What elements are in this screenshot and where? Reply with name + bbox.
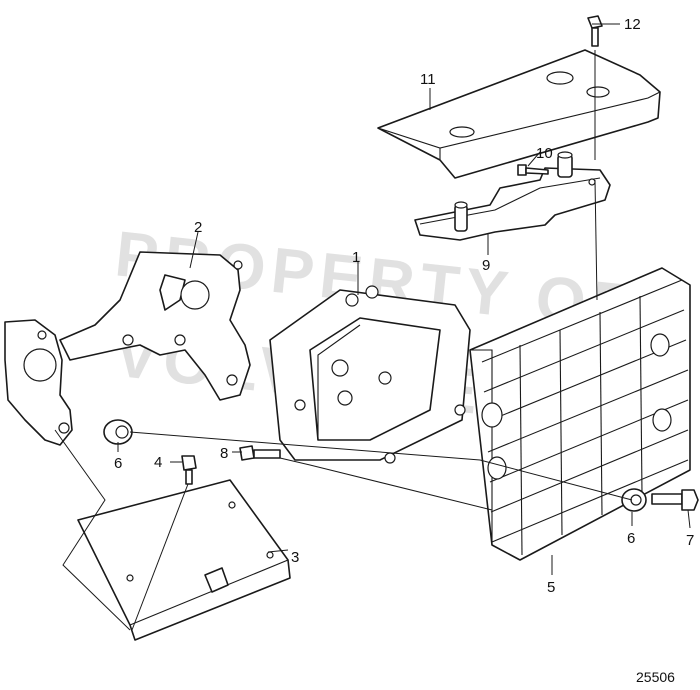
callout-12: 12 [624,16,641,33]
part-10-screw [517,164,549,176]
part-9-bracket [414,151,611,241]
callout-10: 10 [536,145,553,162]
callout-labels: 12 11 10 9 2 1 6 4 8 3 5 6 7 [114,16,694,596]
part-4-bolt [181,455,197,485]
part-6-bushing-left [103,419,133,445]
callout-4: 4 [154,454,162,471]
callout-1: 1 [352,249,360,266]
part-11-cover-plate [377,49,661,179]
part-12-bolt [587,15,603,160]
callout-2: 2 [194,219,202,236]
part-5-heat-sink [469,267,691,561]
callout-8: 8 [220,445,228,462]
callout-7: 7 [686,532,694,549]
part-1-control-unit [269,285,471,464]
part-8-bolt [239,445,281,461]
assembly-lines [54,179,633,631]
callout-5: 5 [547,579,555,596]
part-6-bushing-right [621,488,647,512]
callout-leaders [117,23,691,575]
callout-9: 9 [482,257,490,274]
part-3-lower-plate [77,479,291,641]
part-7-bolt [651,489,699,511]
callout-6-left: 6 [114,455,122,472]
left-side-plate [4,319,73,446]
part-2-mounting-bracket [59,251,251,401]
callout-6-right: 6 [627,530,635,547]
callout-11: 11 [420,71,436,88]
drawing-reference-number: 25506 [636,669,675,685]
callout-3: 3 [291,549,299,566]
